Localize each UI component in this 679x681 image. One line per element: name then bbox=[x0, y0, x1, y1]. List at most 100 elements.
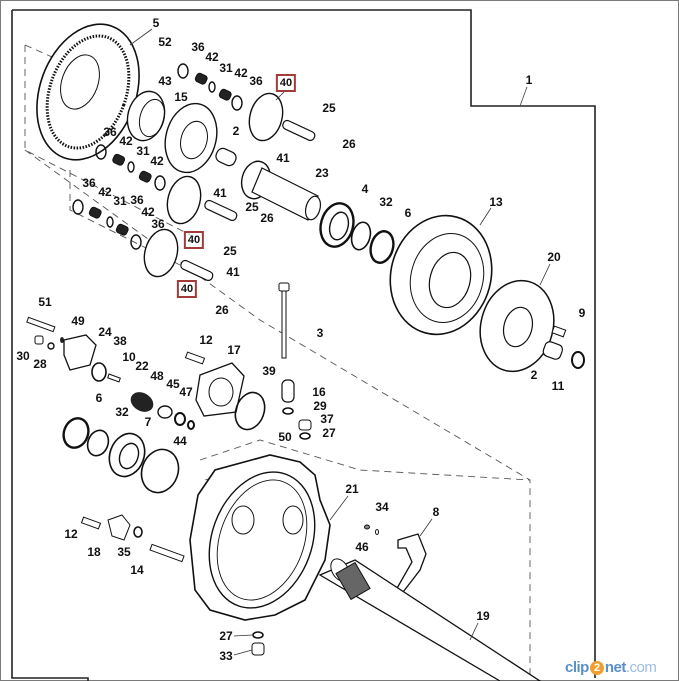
callout-10: 10 bbox=[122, 350, 136, 364]
callout-43: 43 bbox=[158, 74, 172, 88]
callout-36: 36 bbox=[103, 125, 117, 139]
callout-42: 42 bbox=[119, 134, 133, 148]
circlip-44 bbox=[140, 448, 180, 494]
callout-21: 21 bbox=[345, 482, 359, 496]
bushing-2b bbox=[542, 341, 564, 360]
callout-36: 36 bbox=[249, 74, 263, 88]
callout-44: 44 bbox=[173, 434, 187, 448]
output-shaft-23 bbox=[240, 160, 322, 221]
plug-37 bbox=[298, 419, 312, 431]
valve-body-24 bbox=[63, 334, 97, 371]
bolt-9 bbox=[551, 325, 567, 338]
callout-4: 4 bbox=[361, 182, 369, 196]
callout-34: 34 bbox=[375, 500, 389, 514]
washers bbox=[72, 63, 243, 250]
callout-26: 26 bbox=[342, 137, 356, 151]
callout-14: 14 bbox=[130, 563, 144, 577]
callout-16: 16 bbox=[312, 385, 326, 399]
callout-22: 22 bbox=[135, 359, 149, 373]
callout-42: 42 bbox=[150, 154, 164, 168]
bushing-2 bbox=[215, 147, 237, 167]
callout-27: 27 bbox=[219, 629, 233, 643]
callout-48: 48 bbox=[150, 369, 164, 383]
callout-36: 36 bbox=[191, 40, 205, 54]
callout-36: 36 bbox=[151, 217, 165, 231]
callout-40-highlighted: 40 bbox=[176, 280, 198, 298]
callout-2: 2 bbox=[232, 124, 240, 138]
watermark-logo-icon: 2 bbox=[589, 661, 604, 675]
cover-13 bbox=[389, 214, 493, 336]
callout-9: 9 bbox=[578, 306, 586, 320]
callout-50: 50 bbox=[278, 430, 292, 444]
washer-27a bbox=[299, 432, 311, 440]
flange-20 bbox=[479, 279, 555, 373]
callout-31: 31 bbox=[136, 144, 150, 158]
callout-41: 41 bbox=[213, 186, 227, 200]
callout-12: 12 bbox=[199, 333, 213, 347]
callout-40-highlighted: 40 bbox=[183, 231, 205, 249]
callout-27: 27 bbox=[322, 426, 336, 440]
watermark-suffix: net bbox=[604, 659, 627, 676]
o-ring-38 bbox=[91, 362, 107, 382]
bearing-7 bbox=[108, 432, 146, 478]
callout-40-highlighted: 40 bbox=[275, 74, 297, 92]
callout-32: 32 bbox=[379, 195, 393, 209]
washer-45 bbox=[157, 405, 173, 419]
callout-46: 46 bbox=[355, 540, 369, 554]
callout-26: 26 bbox=[260, 211, 274, 225]
callout-6: 6 bbox=[404, 206, 412, 220]
o-ring-39 bbox=[234, 391, 266, 431]
callout-41: 41 bbox=[226, 265, 240, 279]
callout-6: 6 bbox=[95, 391, 103, 405]
callout-8: 8 bbox=[432, 505, 440, 519]
callout-31: 31 bbox=[219, 61, 233, 75]
housing-21 bbox=[189, 454, 331, 621]
callout-20: 20 bbox=[547, 250, 561, 264]
callout-35: 35 bbox=[117, 545, 131, 559]
callout-2: 2 bbox=[530, 368, 538, 382]
watermark-prefix: clip bbox=[565, 659, 589, 676]
callout-11: 11 bbox=[551, 379, 565, 393]
callout-23: 23 bbox=[315, 166, 329, 180]
callout-5: 5 bbox=[152, 16, 160, 30]
watermark-domain: .com bbox=[625, 659, 657, 676]
callout-25: 25 bbox=[245, 200, 259, 214]
planet-pins-41 bbox=[180, 119, 316, 282]
bolt-12b bbox=[80, 516, 102, 530]
callout-38: 38 bbox=[113, 334, 127, 348]
plug-30 bbox=[34, 335, 44, 345]
shift-fork-8 bbox=[395, 533, 427, 598]
input-shaft-19 bbox=[318, 558, 542, 681]
dipstick-cap bbox=[278, 282, 290, 292]
spring-48 bbox=[130, 392, 154, 412]
callout-42: 42 bbox=[234, 66, 248, 80]
callout-30: 30 bbox=[16, 349, 30, 363]
callout-49: 49 bbox=[71, 314, 85, 328]
clip-46 bbox=[375, 529, 379, 535]
callout-3: 3 bbox=[316, 326, 324, 340]
callout-25: 25 bbox=[223, 244, 237, 258]
callout-18: 18 bbox=[87, 545, 101, 559]
callout-15: 15 bbox=[174, 90, 188, 104]
callout-17: 17 bbox=[227, 343, 241, 357]
callout-47: 47 bbox=[179, 385, 193, 399]
bolt-12a bbox=[184, 351, 206, 365]
plug-33 bbox=[251, 642, 265, 656]
bracket-18 bbox=[107, 514, 131, 541]
ring-47 bbox=[174, 412, 186, 426]
assembly-outline bbox=[11, 9, 596, 681]
washer-27b bbox=[252, 631, 264, 639]
callout-37: 37 bbox=[320, 412, 334, 426]
callout-42: 42 bbox=[205, 50, 219, 64]
seal-6a bbox=[369, 230, 395, 264]
callout-36: 36 bbox=[82, 176, 96, 190]
callout-51: 51 bbox=[38, 295, 52, 309]
callout-1: 1 bbox=[525, 73, 533, 87]
washer-49 bbox=[60, 337, 64, 343]
tube-16 bbox=[281, 379, 295, 403]
callout-13: 13 bbox=[489, 195, 503, 209]
callout-41: 41 bbox=[276, 151, 290, 165]
callout-31: 31 bbox=[113, 194, 127, 208]
